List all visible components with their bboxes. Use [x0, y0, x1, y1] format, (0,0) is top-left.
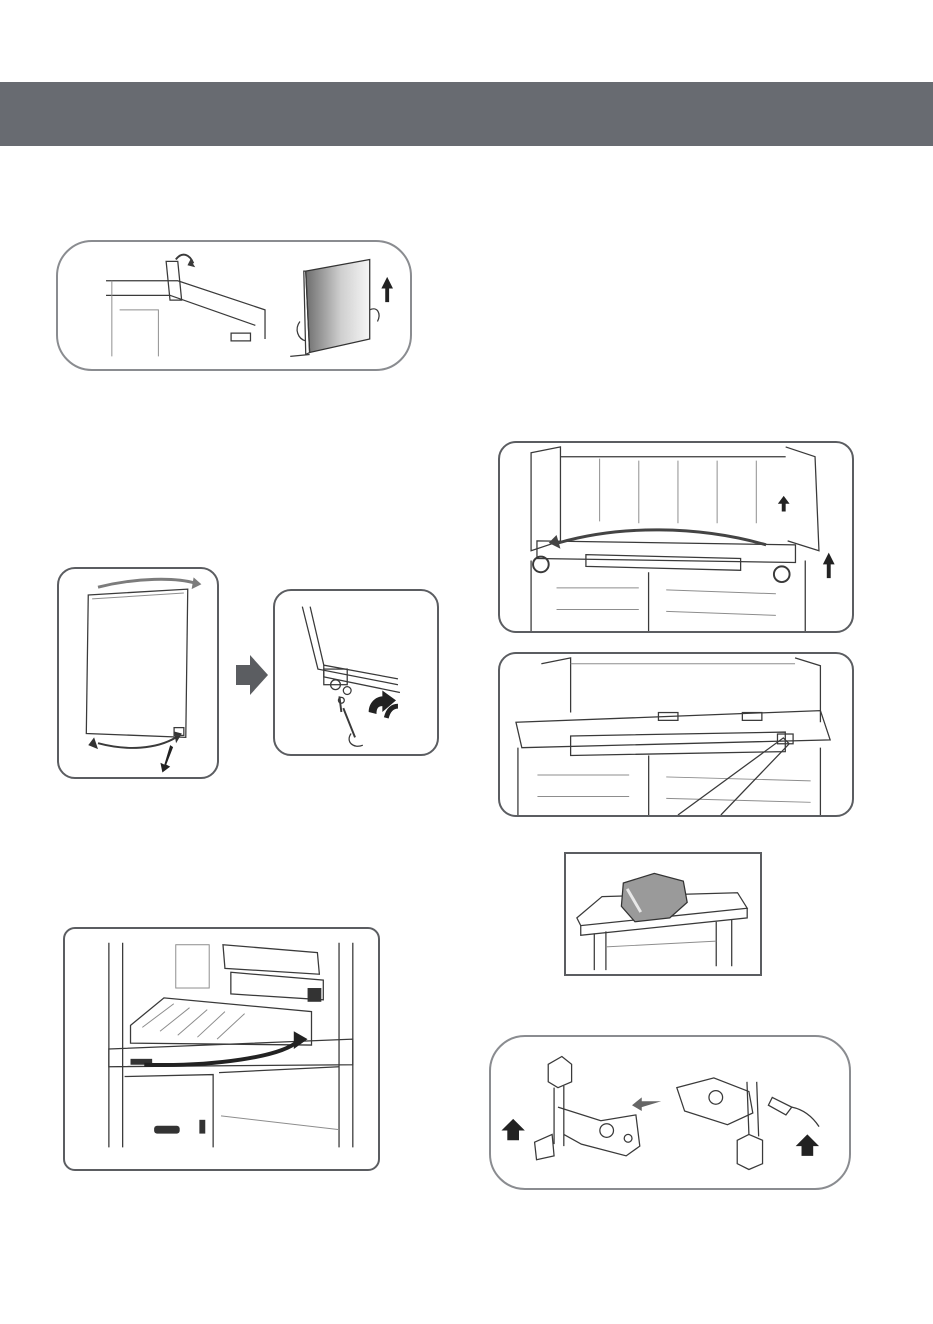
- screw-icon: [774, 566, 790, 582]
- figure-swing-door: [57, 567, 219, 779]
- door-panel-icon: [306, 259, 370, 352]
- top-hinge-illustration: [500, 443, 852, 631]
- figure-lower-hinge-detail: [273, 589, 439, 756]
- up-arrow-icon: [823, 553, 835, 578]
- swing-arrow-icon: [98, 737, 176, 748]
- figure-top-hinge-view: [498, 441, 854, 633]
- up-arrow-icon: [796, 1134, 819, 1155]
- curved-arrow-icon: [98, 579, 196, 587]
- hinge-cover-illustration: [500, 654, 852, 815]
- cabinet-top-icon: [516, 711, 830, 748]
- figure-parts-bag: [564, 852, 762, 976]
- figure-hinge-pin-swap: [489, 1035, 851, 1190]
- vent-grille-icon: [176, 945, 209, 988]
- interior-illustration: [65, 929, 378, 1169]
- screwdriver-icon: [343, 708, 355, 737]
- shelf-icon: [131, 998, 312, 1045]
- next-step-arrow-icon: [236, 655, 268, 695]
- left-arrow-icon: [632, 1097, 661, 1111]
- parts-bag-illustration: [566, 854, 760, 974]
- label-plate-icon: [231, 333, 250, 341]
- figure-fridge-interior: [63, 927, 380, 1171]
- wrench-icon: [768, 1097, 791, 1115]
- header-band: [0, 82, 933, 146]
- callout-line: [678, 738, 789, 815]
- up-arrow-icon: [381, 277, 393, 302]
- down-arrow-icon: [160, 745, 173, 772]
- hinge-pin-icon: [548, 1056, 571, 1087]
- figure-remove-top-door: [56, 240, 412, 371]
- cabinet-top-icon: [531, 447, 560, 551]
- hinge-detail-illustration: [275, 591, 437, 754]
- door-icon: [86, 589, 187, 737]
- up-arrow-icon: [501, 1119, 524, 1140]
- door-removal-illustration: [58, 242, 410, 369]
- hinge-pin-illustration: [491, 1037, 849, 1188]
- handle-icon: [154, 1126, 180, 1134]
- figure-hinge-cover-view: [498, 652, 854, 817]
- door-swing-illustration: [59, 569, 217, 777]
